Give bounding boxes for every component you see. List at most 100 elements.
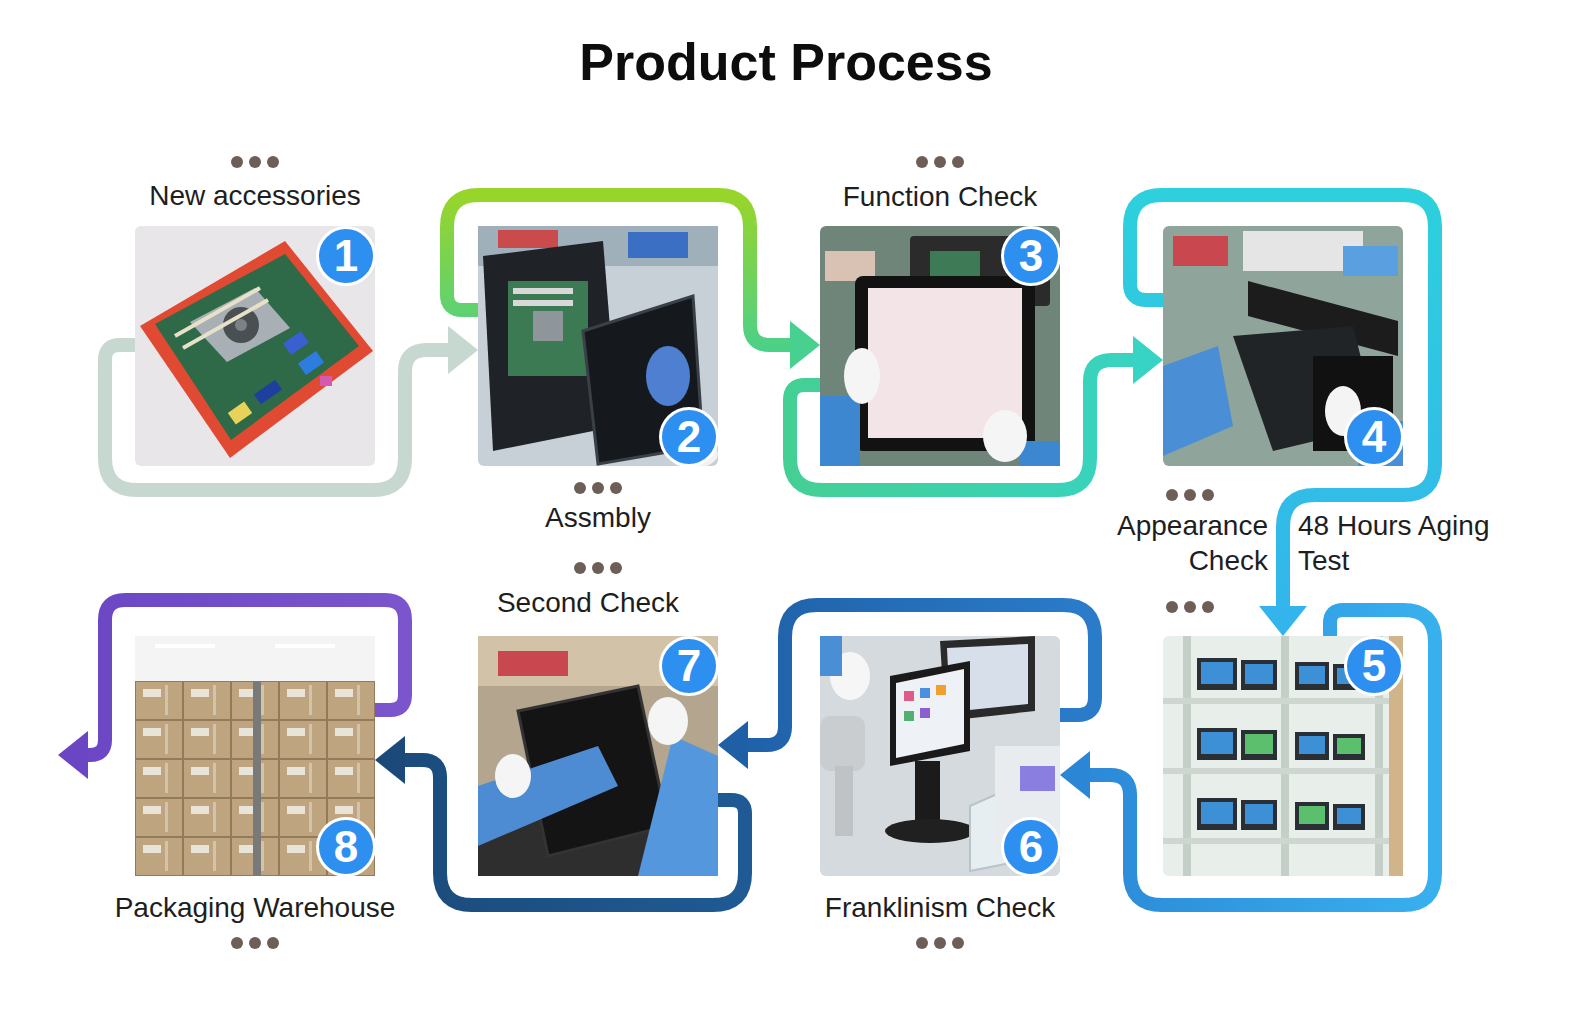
step-photo <box>936 685 946 695</box>
step-photo <box>885 819 975 843</box>
step-photo <box>1241 730 1277 760</box>
step-photo <box>495 754 531 798</box>
step-photo <box>1197 658 1365 830</box>
step-label: 48 Hours Aging Test <box>1298 508 1530 578</box>
step-photo <box>646 346 690 406</box>
decor-dots <box>1166 601 1178 613</box>
step-photo <box>478 226 718 466</box>
step-photo <box>638 736 718 876</box>
arrow-line <box>1130 195 1435 606</box>
step-photo <box>478 226 718 468</box>
exit-arrow <box>58 731 88 779</box>
step-photo <box>320 376 332 386</box>
decor-dots <box>916 937 928 949</box>
step-photo <box>223 307 259 343</box>
diagram-title: Product Process <box>579 31 992 93</box>
step-photo <box>235 319 247 331</box>
decor-dots <box>592 482 604 494</box>
step-photo <box>155 254 359 440</box>
flow-arrow <box>1060 610 1435 905</box>
process-step: Franklinism Check6 <box>820 636 1060 876</box>
step-photo <box>478 746 618 846</box>
step-photo <box>228 402 252 425</box>
decor-dots <box>231 937 243 949</box>
flow-arrow <box>1130 195 1435 636</box>
step-photo <box>1163 226 1403 466</box>
step-photo <box>1163 346 1233 456</box>
flow-arrow <box>375 736 745 905</box>
step-photo <box>1020 441 1060 466</box>
decor-dots <box>231 156 243 168</box>
step-photo <box>904 711 914 721</box>
decor-dots <box>267 156 279 168</box>
step-label: Packaging Warehouse <box>115 890 396 925</box>
decor-dots <box>1202 489 1214 501</box>
flow-arrow <box>447 195 820 369</box>
step-photo <box>820 716 865 771</box>
decor-dots <box>249 937 261 949</box>
step-photo <box>1295 802 1329 830</box>
step-photo <box>1197 728 1237 760</box>
step-photo <box>835 766 853 836</box>
process-step: New accessories1 <box>135 226 375 466</box>
arrow-head <box>790 321 820 369</box>
arrow-line <box>105 345 448 490</box>
step-photo <box>1201 802 1233 824</box>
step-photo <box>1245 734 1361 824</box>
step-photo <box>1163 636 1403 876</box>
step-photo <box>1197 658 1237 690</box>
arrow-head <box>1259 606 1307 636</box>
step-photo <box>983 410 1027 462</box>
step-label: Function Check <box>843 179 1038 214</box>
step-photo <box>478 636 718 876</box>
step-photo <box>135 681 375 876</box>
step-photo <box>1173 236 1228 266</box>
step-number: 4 <box>1344 407 1404 467</box>
decor-dots <box>592 562 604 574</box>
arrow-line <box>748 605 1095 745</box>
step-photo <box>820 636 842 676</box>
step-photo <box>1299 806 1325 824</box>
decor-dots <box>1202 601 1214 613</box>
process-step: Second Check7 <box>478 636 718 876</box>
step-photo <box>920 708 930 718</box>
arrow-line <box>405 760 745 905</box>
step-photo <box>1295 662 1329 690</box>
arrow-head <box>375 736 405 784</box>
step-photo <box>820 636 1060 876</box>
flow-arrow <box>718 605 1095 769</box>
step-photo <box>298 351 324 375</box>
step-photo <box>1163 768 1403 774</box>
process-step: Function Check3 <box>820 226 1060 466</box>
step-photo <box>254 380 282 405</box>
step-photo <box>183 300 268 348</box>
step-photo <box>1295 732 1329 760</box>
step-photo <box>920 688 930 698</box>
decor-dots <box>267 937 279 949</box>
step-label: Appearance Check <box>1083 508 1268 578</box>
step-photo <box>508 281 588 376</box>
step-photo <box>896 669 964 758</box>
arrow-head <box>448 326 478 374</box>
step-photo <box>1299 666 1325 684</box>
step-photo <box>513 300 573 306</box>
step-photo <box>1333 734 1365 760</box>
decor-dots <box>610 562 622 574</box>
decor-dots <box>231 156 1214 949</box>
step-photo <box>820 226 1060 466</box>
step-photo <box>820 636 1060 876</box>
step-photo <box>1241 800 1277 830</box>
process-step: Appearance Check4 <box>1163 226 1403 466</box>
step-photo <box>1245 664 1273 684</box>
decor-dots <box>916 156 928 168</box>
step-photo <box>135 636 375 876</box>
step-photo <box>1299 736 1325 754</box>
process-step: Assmbly2 <box>478 226 718 466</box>
decor-dots <box>952 937 964 949</box>
step-label: Second Check <box>497 585 679 620</box>
step-label: New accessories <box>149 178 361 213</box>
step-photo <box>283 331 309 355</box>
step-photo <box>1020 766 1055 791</box>
